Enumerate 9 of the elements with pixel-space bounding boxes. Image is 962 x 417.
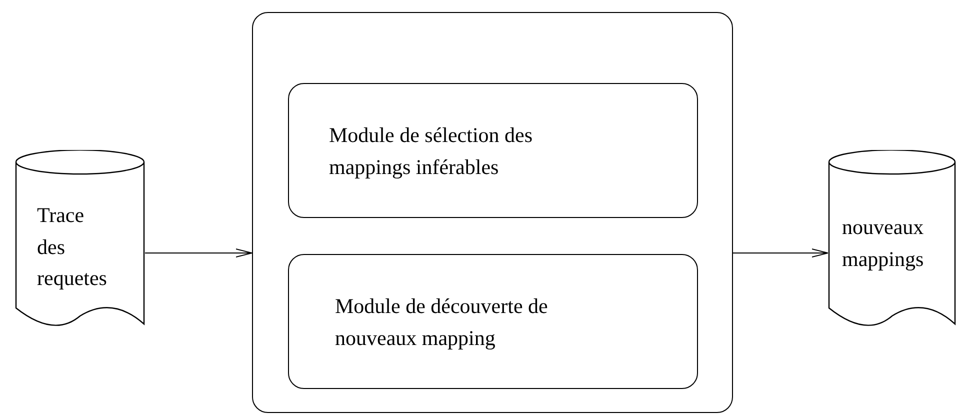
arrow [144, 248, 252, 258]
module-box [288, 254, 698, 389]
arrow [732, 248, 828, 258]
system-box [252, 12, 733, 413]
node-label: Module de découverte de nouveaux mapping [335, 293, 549, 352]
node-label: Trace des requetes [37, 202, 108, 292]
node-label: nouveaux mappings [842, 214, 925, 272]
module-box [288, 83, 698, 218]
node-label: Module de sélection des mappings inférables [329, 122, 534, 180]
